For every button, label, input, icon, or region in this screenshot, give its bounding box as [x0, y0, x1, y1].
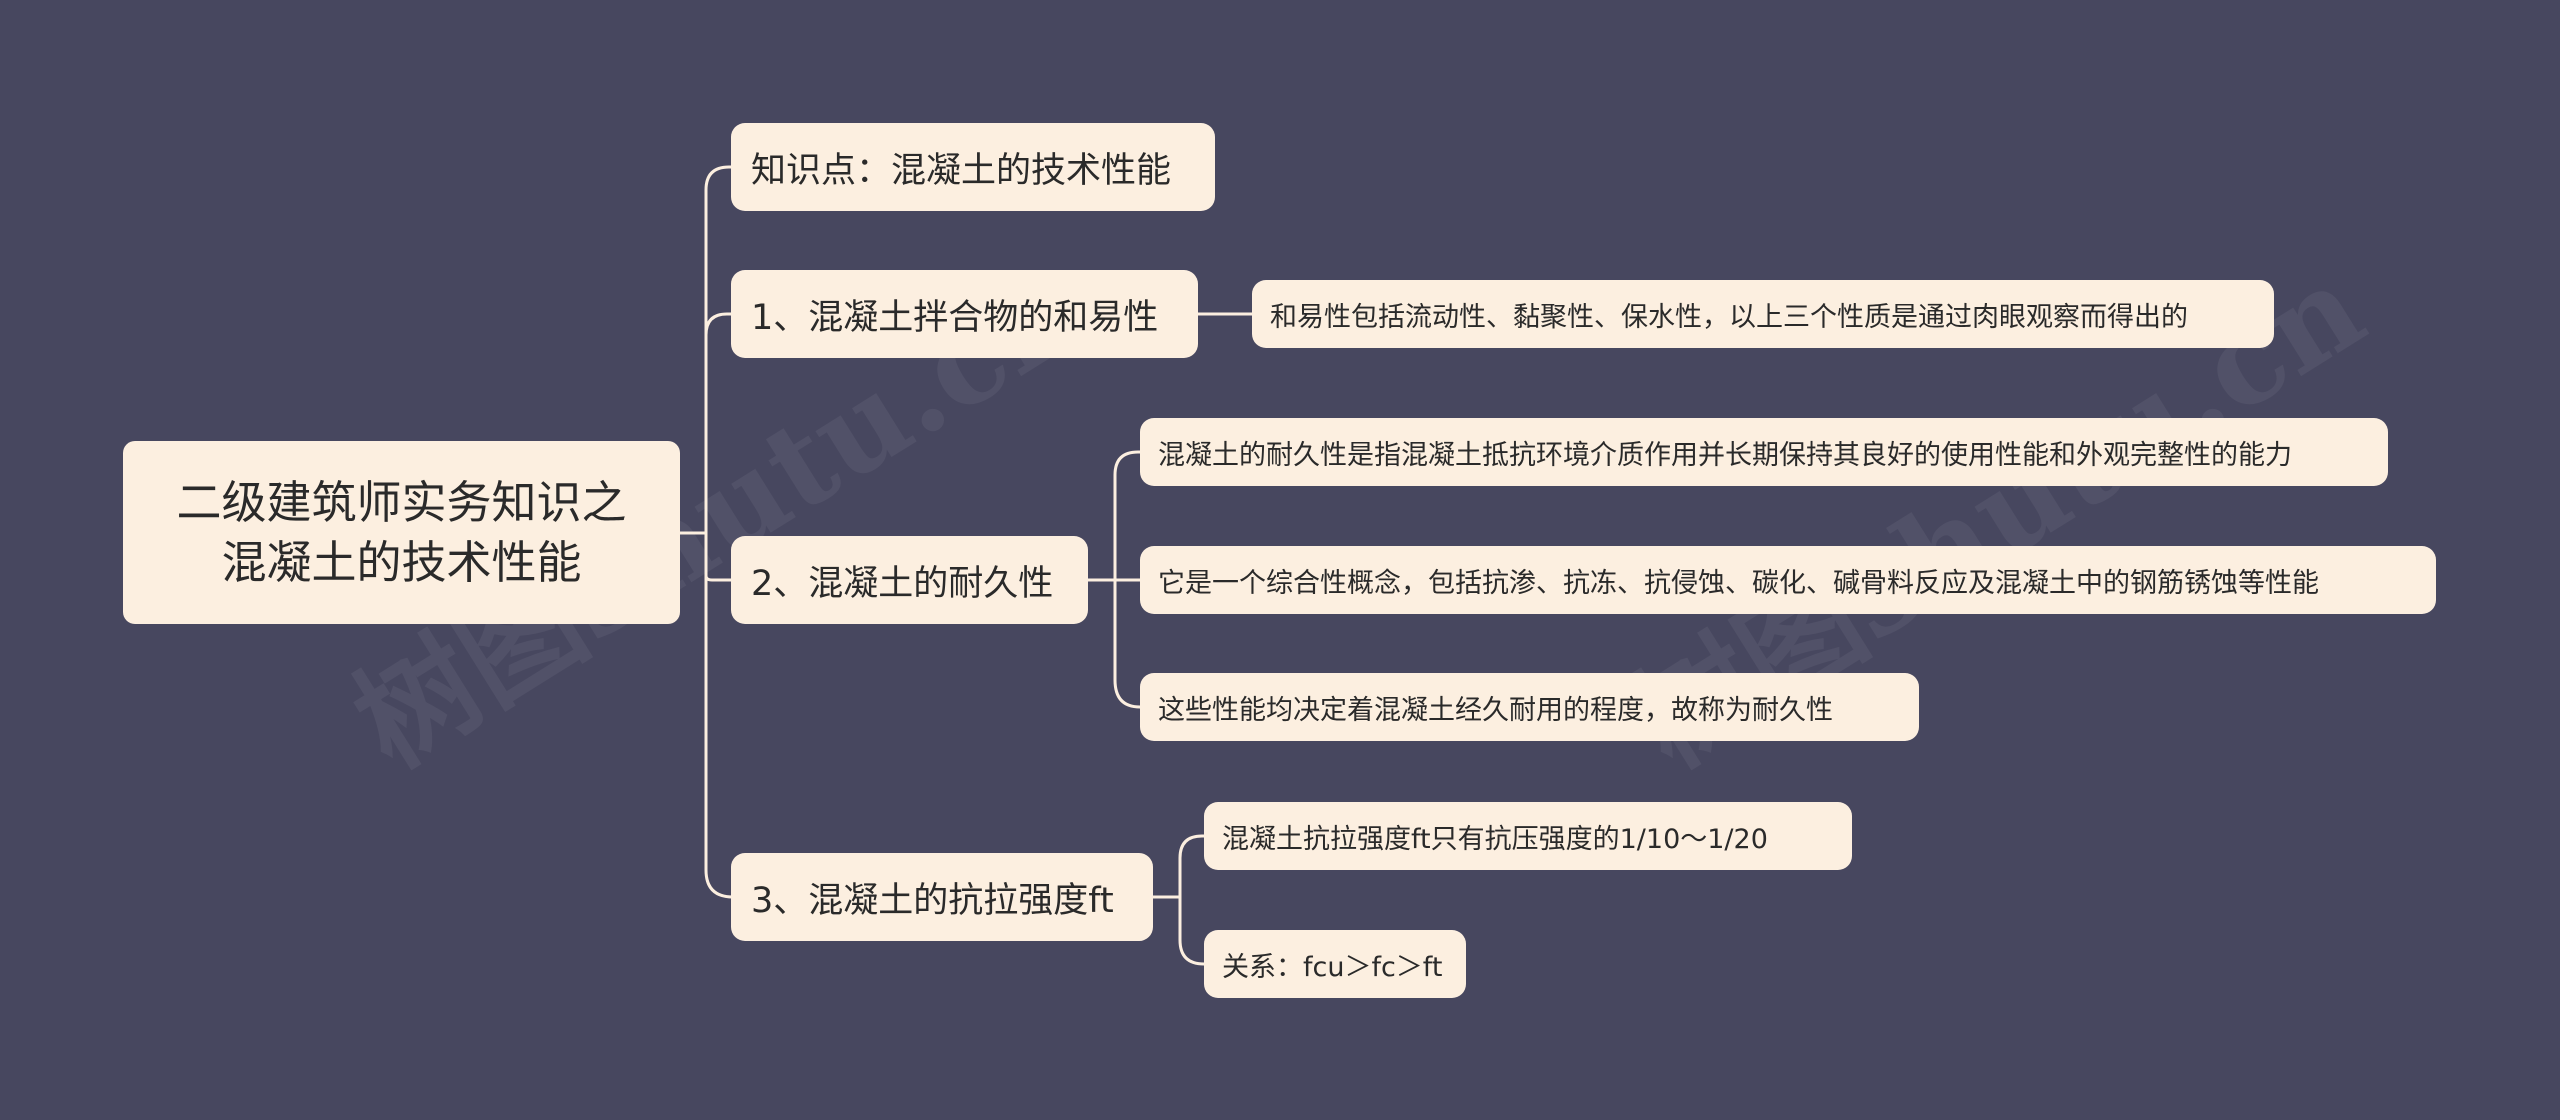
- branch-tensile-strength[interactable]: 3、混凝土的抗拉强度ft: [731, 853, 1153, 941]
- leaf-tensile-ratio[interactable]: 混凝土抗拉强度ft只有抗压强度的1/10～1/20: [1204, 802, 1852, 870]
- leaf-label: 混凝土抗拉强度ft只有抗压强度的1/10～1/20: [1222, 823, 1768, 855]
- leaf-label: 关系：fcu＞fc＞ft: [1222, 951, 1443, 983]
- leaf-durability-summary[interactable]: 这些性能均决定着混凝土经久耐用的程度，故称为耐久性: [1140, 673, 1919, 741]
- leaf-durability-scope[interactable]: 它是一个综合性概念，包括抗渗、抗冻、抗侵蚀、碳化、碱骨料反应及混凝土中的钢筋锈蚀…: [1140, 546, 2436, 614]
- leaf-strength-relation[interactable]: 关系：fcu＞fc＞ft: [1204, 930, 1466, 998]
- leaf-workability-definition[interactable]: 和易性包括流动性、黏聚性、保水性，以上三个性质是通过肉眼观察而得出的: [1252, 280, 2274, 348]
- leaf-label: 混凝土的耐久性是指混凝土抵抗环境介质作用并长期保持其良好的使用性能和外观完整性的…: [1158, 439, 2292, 471]
- root-title-line2: 混凝土的技术性能: [221, 535, 582, 589]
- root-node[interactable]: 二级建筑师实务知识之 混凝土的技术性能: [123, 441, 680, 624]
- leaf-durability-definition[interactable]: 混凝土的耐久性是指混凝土抵抗环境介质作用并长期保持其良好的使用性能和外观完整性的…: [1140, 418, 2388, 486]
- root-title-line1: 二级建筑师实务知识之: [176, 475, 627, 529]
- branch-label: 3、混凝土的抗拉强度ft: [751, 880, 1114, 921]
- branch-label: 2、混凝土的耐久性: [751, 563, 1054, 604]
- leaf-label: 和易性包括流动性、黏聚性、保水性，以上三个性质是通过肉眼观察而得出的: [1270, 301, 2188, 333]
- branch-workability[interactable]: 1、混凝土拌合物的和易性: [731, 270, 1198, 358]
- leaf-label: 这些性能均决定着混凝土经久耐用的程度，故称为耐久性: [1158, 694, 1833, 726]
- branch-knowledge-point[interactable]: 知识点：混凝土的技术性能: [731, 123, 1215, 211]
- branch-label: 知识点：混凝土的技术性能: [751, 150, 1172, 191]
- leaf-label: 它是一个综合性概念，包括抗渗、抗冻、抗侵蚀、碳化、碱骨料反应及混凝土中的钢筋锈蚀…: [1158, 567, 2319, 599]
- branch-label: 1、混凝土拌合物的和易性: [751, 297, 1159, 338]
- branch-durability[interactable]: 2、混凝土的耐久性: [731, 536, 1088, 624]
